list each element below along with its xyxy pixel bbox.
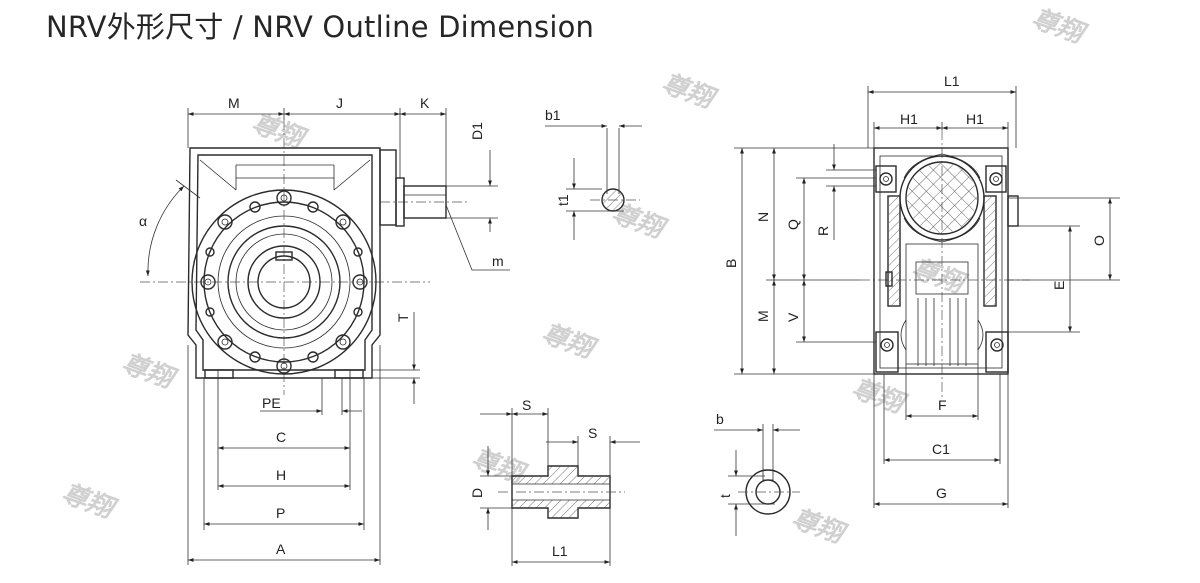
- label-P: P: [276, 505, 285, 521]
- page-title: NRV外形尺寸 / NRV Outline Dimension: [46, 10, 595, 44]
- front-view: M J K D1 m α T PE: [139, 95, 510, 565]
- label-b: b: [716, 411, 724, 427]
- label-H1-right: H1: [966, 111, 984, 127]
- label-K: K: [420, 95, 430, 111]
- watermark-text: 尊翔: [58, 477, 121, 524]
- input-shaft-key-section: b1 t1: [545, 107, 642, 240]
- watermark-text: 尊翔: [848, 372, 911, 419]
- label-H1-left: H1: [900, 111, 918, 127]
- label-t: t: [717, 494, 733, 498]
- label-m: m: [492, 253, 504, 269]
- label-t1: t1: [555, 194, 571, 206]
- watermark-text: 尊翔: [538, 317, 601, 364]
- side-view: L1 H1 H1 B N M Q V R O: [723, 73, 1120, 508]
- watermark-text: 尊翔: [658, 67, 721, 114]
- label-PE: PE: [262, 395, 281, 411]
- label-C: C: [276, 429, 286, 445]
- output-bore-key-section: b t: [714, 411, 800, 536]
- watermark-text: 尊翔: [1028, 2, 1091, 49]
- label-O: O: [1091, 235, 1107, 246]
- label-M: M: [228, 95, 240, 111]
- label-F: F: [938, 397, 947, 413]
- label-N: N: [755, 212, 771, 222]
- label-R: R: [815, 226, 831, 236]
- label-A: A: [276, 541, 286, 557]
- label-V: V: [785, 312, 801, 322]
- label-T: T: [395, 313, 411, 322]
- label-S-second: S: [588, 425, 597, 441]
- flange-bolts: [200, 190, 368, 374]
- label-B: B: [723, 259, 739, 268]
- label-D1: D1: [469, 122, 485, 140]
- label-S-top: S: [522, 397, 531, 413]
- label-L1-sleeve: L1: [552, 543, 568, 559]
- label-G: G: [936, 485, 947, 501]
- label-L1-side: L1: [944, 73, 960, 89]
- label-alpha: α: [139, 213, 147, 229]
- watermark-text: 尊翔: [908, 252, 971, 299]
- label-Q: Q: [785, 219, 801, 230]
- label-E: E: [1051, 281, 1067, 290]
- label-H: H: [276, 467, 286, 483]
- watermark-text: 尊翔: [788, 502, 851, 549]
- label-C1: C1: [932, 441, 950, 457]
- label-D: D: [469, 488, 485, 498]
- label-J: J: [336, 95, 343, 111]
- hollow-shaft-sleeve: S S D L1: [469, 397, 640, 566]
- label-M-side: M: [755, 310, 771, 322]
- watermark-text: 尊翔: [118, 347, 181, 394]
- label-b1: b1: [545, 107, 561, 123]
